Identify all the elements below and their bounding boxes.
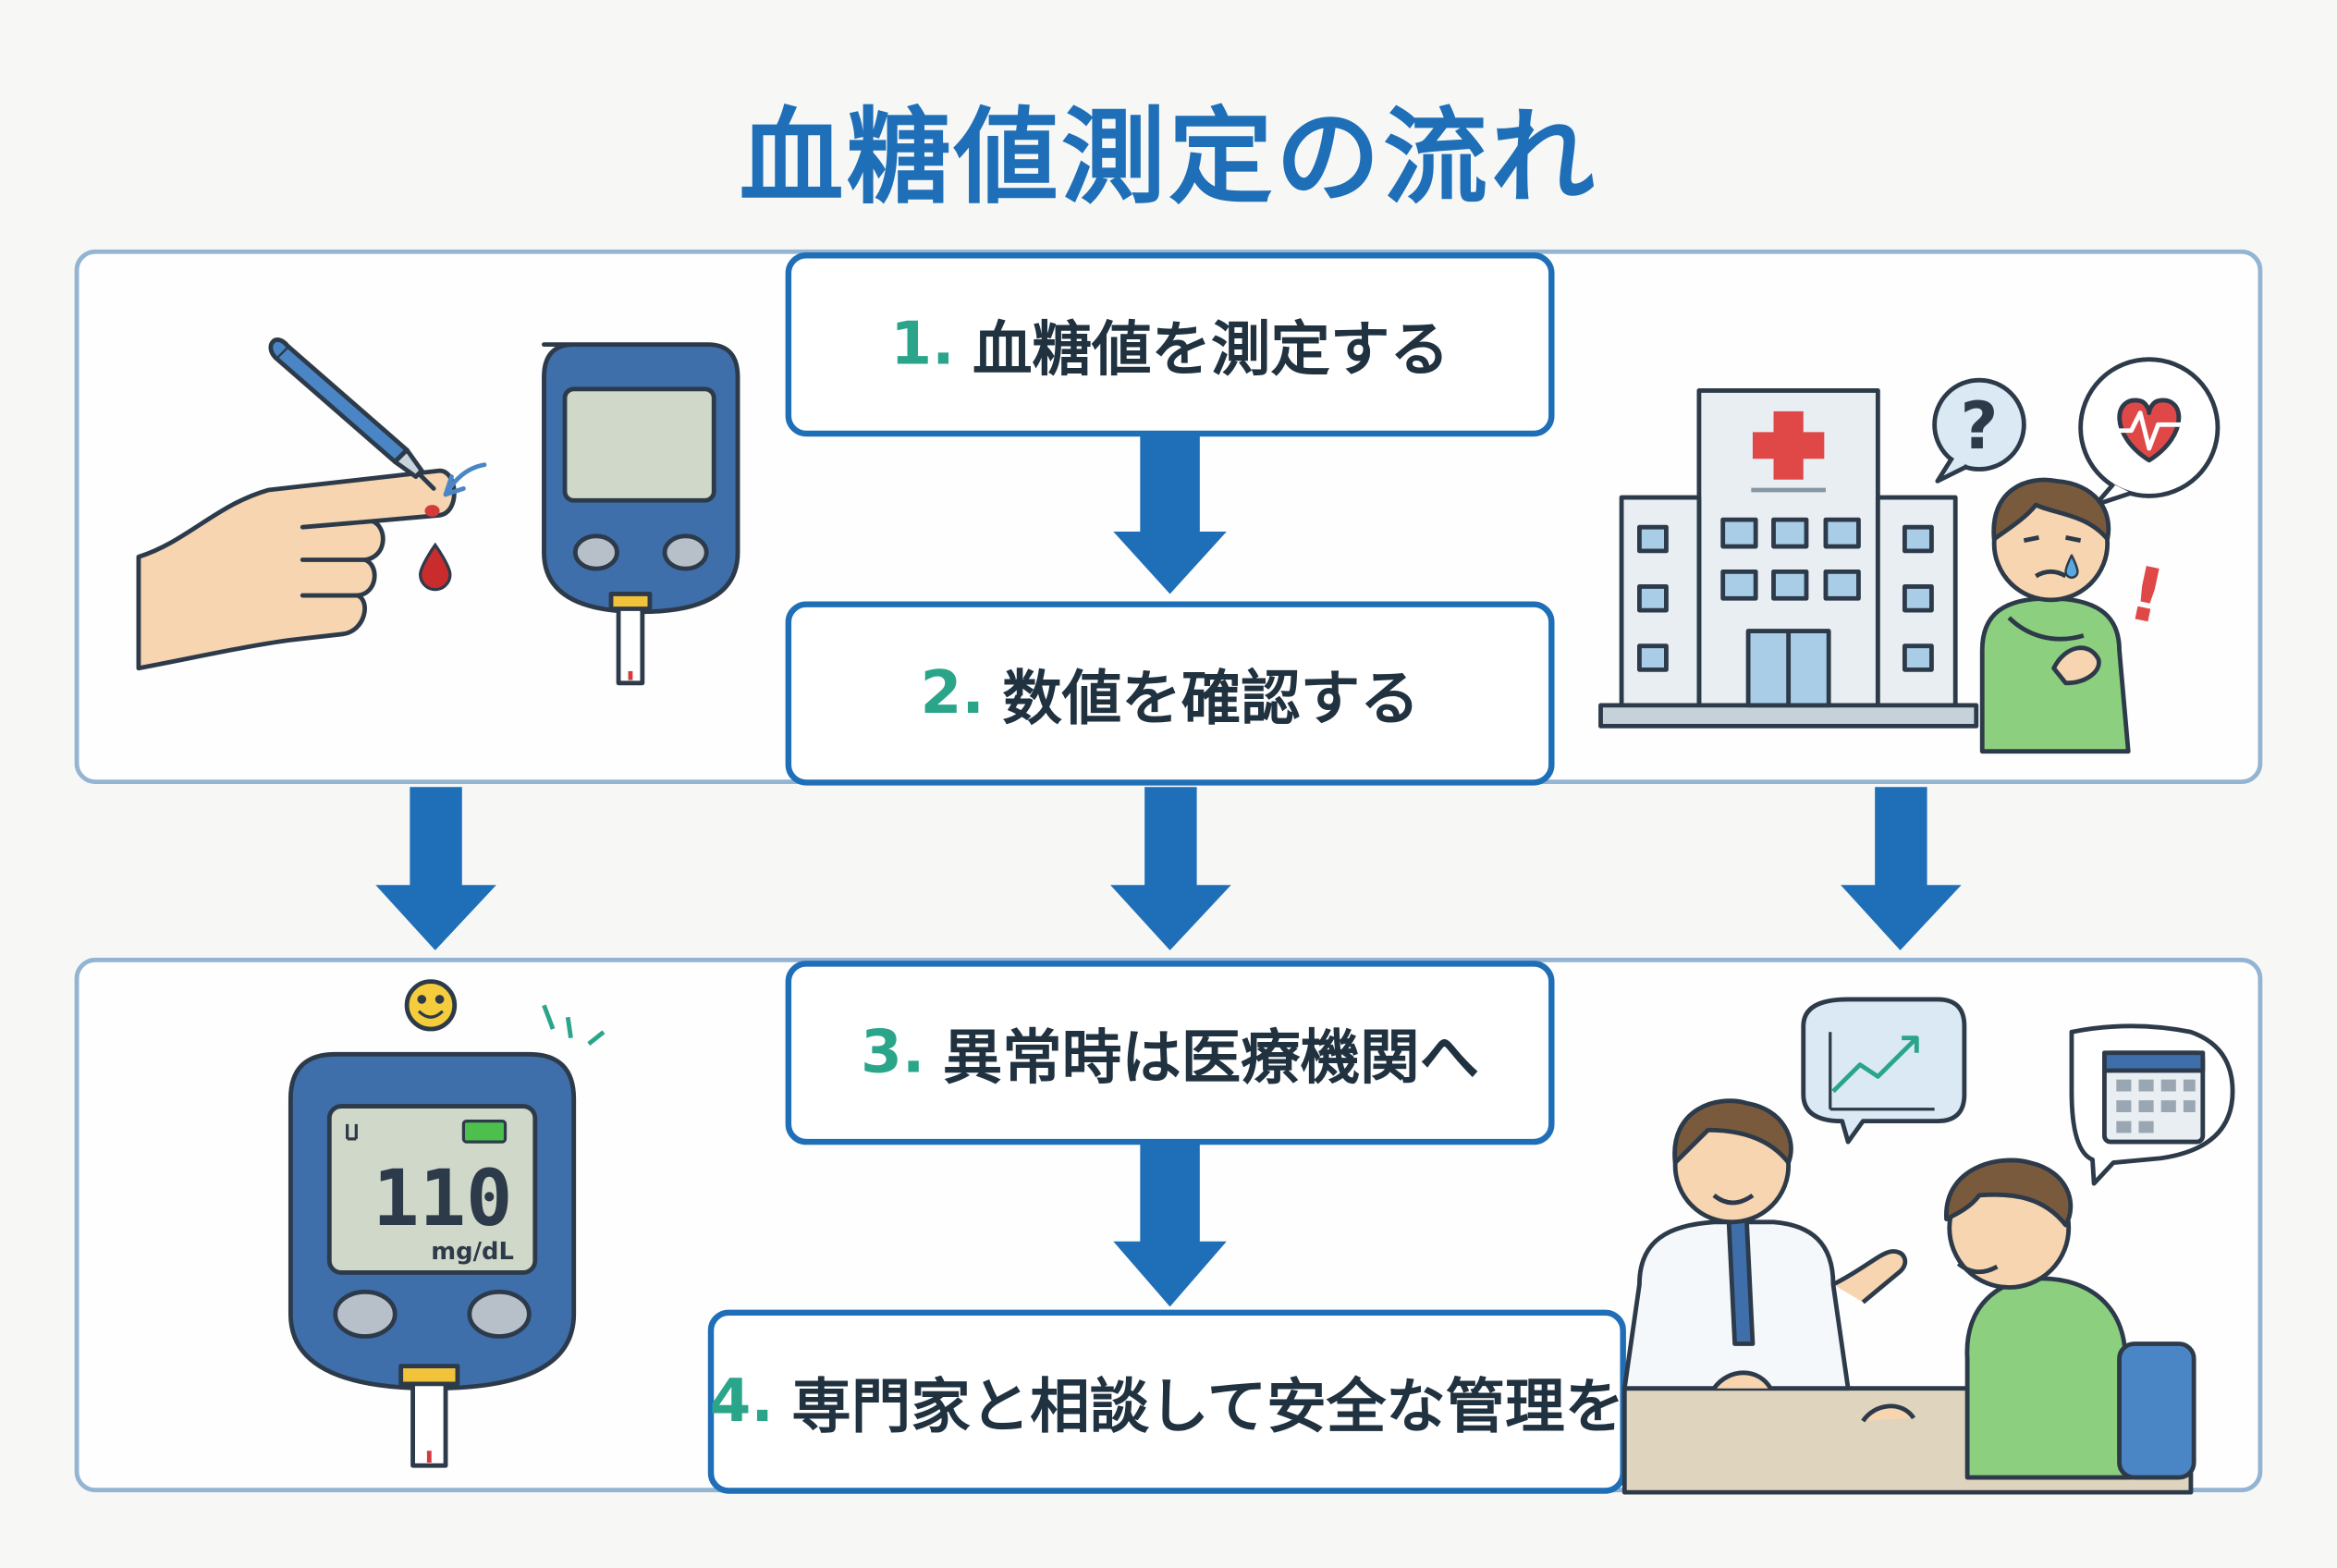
step-1-label: 血糖値を測定する — [972, 316, 1450, 385]
arrow-right-down — [1841, 787, 1962, 950]
step-3-label: 異常時は医療機関へ — [942, 1024, 1480, 1094]
meter-unit: mg/dL — [431, 1238, 514, 1266]
step-4-label: 専門家と相談して安全な管理を — [791, 1373, 1625, 1442]
step-2-label: 数値を確認する — [1002, 665, 1420, 734]
hospital-icon — [1598, 387, 1979, 729]
hospital-cross — [1752, 410, 1825, 480]
arrow-step2-to-step3 — [1110, 787, 1231, 950]
exclamation-mark: ! — [2122, 549, 2173, 641]
arrow-step1-to-step2 — [1113, 433, 1227, 594]
step-1-box: 1. 血糖値を測定する — [785, 252, 1555, 437]
blood-drop-icon — [419, 542, 452, 592]
step-4-number: 4. — [709, 1367, 774, 1437]
blood-spot — [424, 505, 440, 517]
page-title: 血糖値測定の流れ — [739, 96, 1598, 219]
step-1-number: 1. — [890, 310, 955, 379]
step-2-box: 2. 数値を確認する — [785, 601, 1555, 786]
glucose-meter-icon — [542, 342, 740, 686]
question-mark: ? — [1960, 387, 1998, 464]
worried-patient-icon: ? ! — [1932, 357, 2221, 754]
arrow-left-down — [375, 787, 496, 950]
meter-reading: 110 — [373, 1153, 512, 1243]
finger-prick-icon — [136, 337, 487, 671]
step-2-number: 2. — [920, 659, 985, 728]
step-4-box: 4. 専門家と相談して安全な管理を — [707, 1309, 1626, 1494]
doctor-consultation-icon — [1621, 997, 2235, 1495]
step-3-number: 3. — [861, 1018, 925, 1087]
glucose-meter-reading-icon: 110 mg/dL — [288, 979, 606, 1468]
step-3-box: 3. 異常時は医療機関へ — [785, 961, 1555, 1145]
arrow-step3-to-step4 — [1113, 1143, 1227, 1307]
